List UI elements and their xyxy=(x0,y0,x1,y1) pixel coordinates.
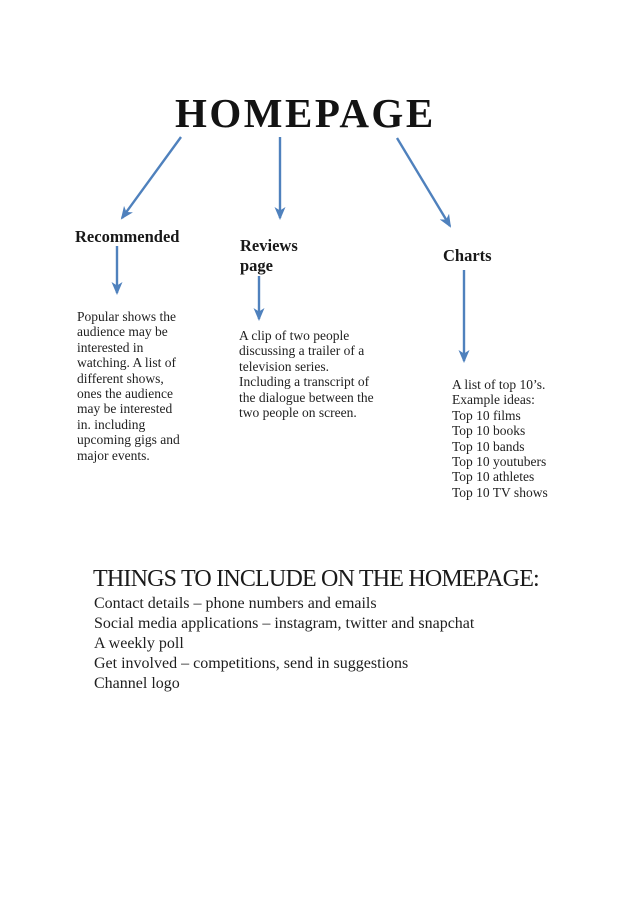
notes-item: Social media applications – instagram, t… xyxy=(94,615,475,632)
branch-label-charts: Charts xyxy=(443,246,492,265)
page-title: HOMEPAGE xyxy=(175,90,436,136)
branch-label-reviews-page: Reviews page xyxy=(240,236,298,275)
notes-list: Contact details – phone numbers and emai… xyxy=(94,594,474,694)
branch-description-recommended: Popular shows the audience may be intere… xyxy=(77,309,180,463)
arrow-title-to-charts xyxy=(395,137,452,228)
notes-item: Get involved – competitions, send in sug… xyxy=(94,655,409,672)
notes-heading: THINGS TO INCLUDE ON THE HOMEPAGE: xyxy=(93,566,540,592)
arrow-title-to-recommended xyxy=(120,136,182,220)
notes-item: Contact details – phone numbers and emai… xyxy=(94,595,377,612)
notes-item: Channel logo xyxy=(94,675,180,692)
branch-label-recommended: Recommended xyxy=(75,227,180,246)
branch-description-charts: A list of top 10’s. Example ideas: Top 1… xyxy=(452,377,548,500)
branch-description-reviews-page: A clip of two people discussing a traile… xyxy=(239,328,374,421)
notes-item: A weekly poll xyxy=(94,635,184,652)
